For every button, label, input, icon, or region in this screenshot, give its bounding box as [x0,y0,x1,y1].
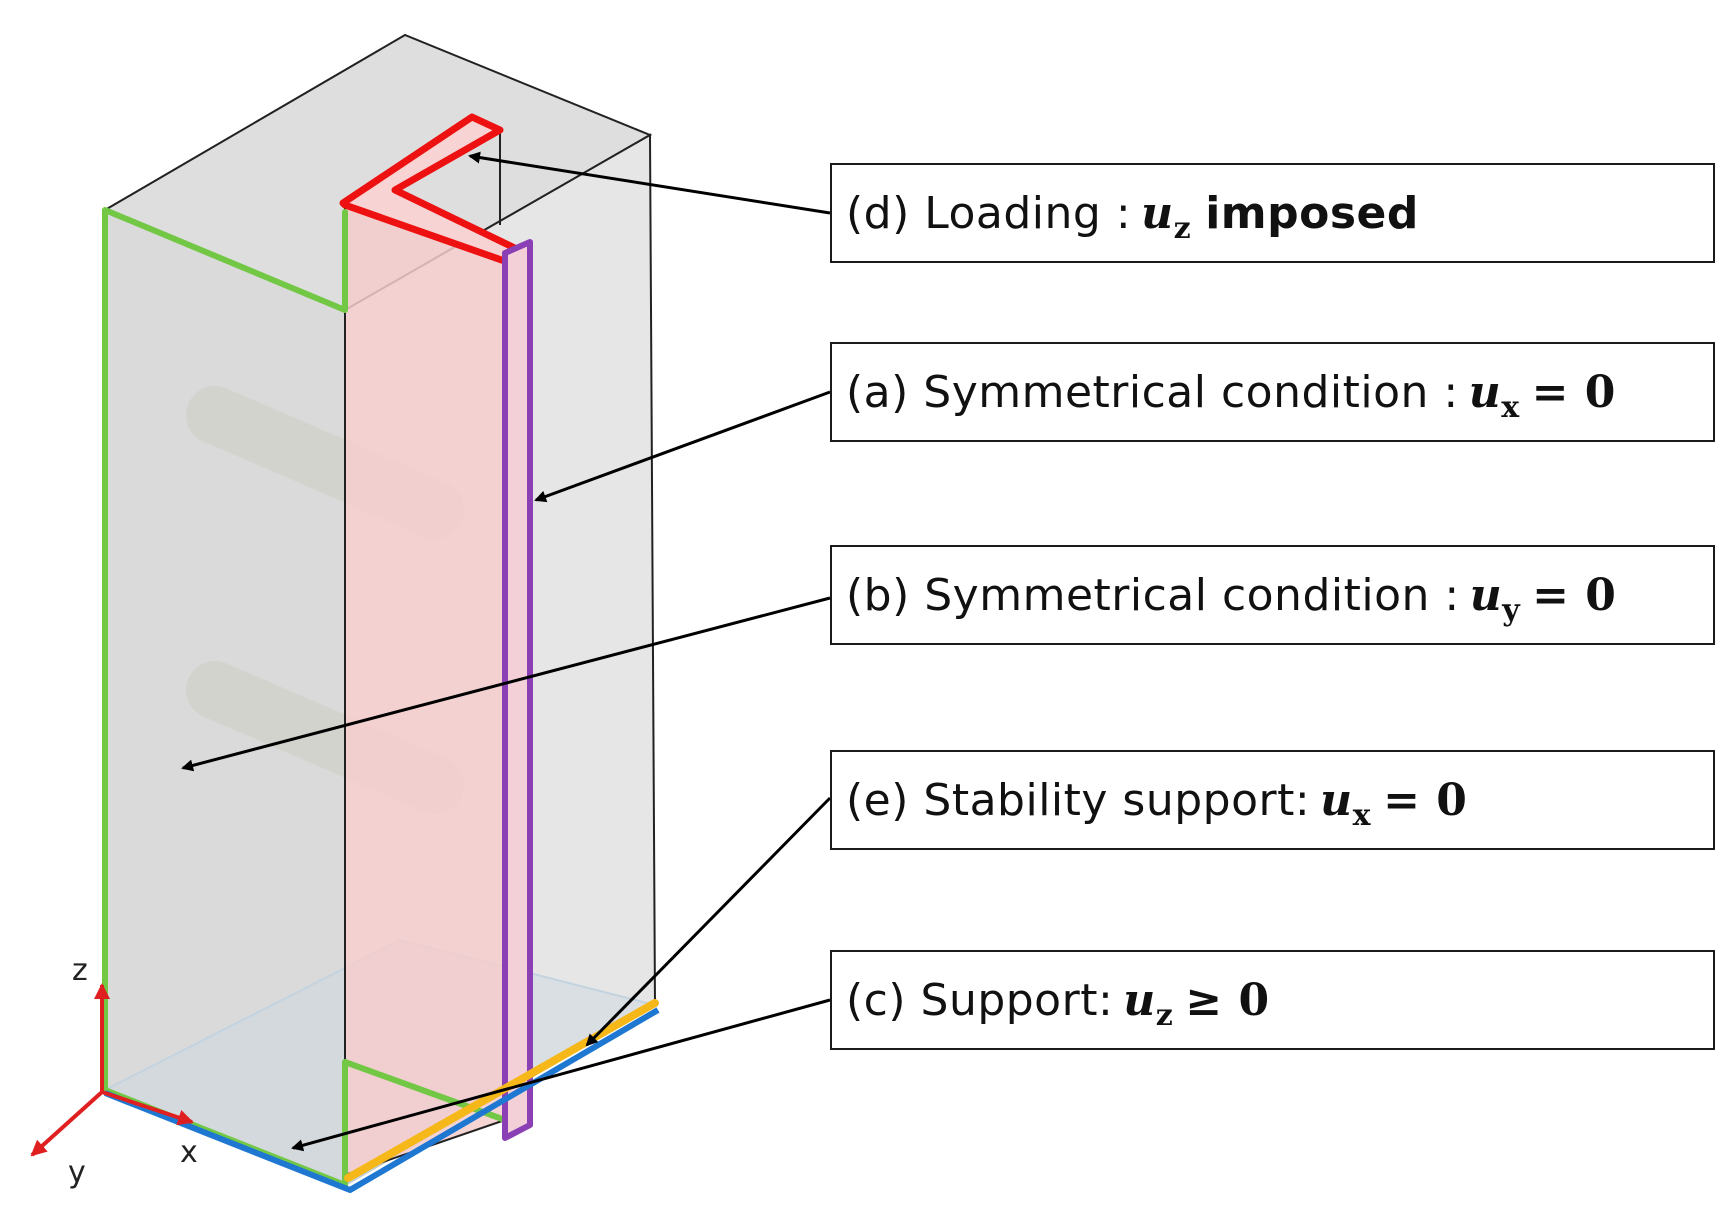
label-support: (c) Support: uz≥ 0 [830,950,1715,1050]
label-loading-prefix: (d) Loading : [846,187,1132,239]
label-support-prefix: (c) Support: [846,974,1114,1026]
steel-angle-profile [344,130,506,1177]
loading-face-outline [339,113,529,267]
leader-arrows [181,151,832,1152]
arrow-b [181,596,831,772]
label-loading-equation: uz [1141,187,1192,246]
label-support-equation: uz≥ 0 [1123,974,1270,1033]
label-symmetry-x-prefix: (a) Symmetrical condition : [846,366,1459,418]
arrow-e [585,796,832,1047]
y-axis-arrow [30,1090,104,1157]
label-stability-support-equation: ux= 0 [1320,774,1468,833]
x-axis-label: x [180,1135,198,1170]
symmetry-x-strip [502,239,533,1141]
label-loading-extra: imposed [1205,187,1419,239]
label-symmetry-y-prefix: (b) Symmetrical condition : [846,569,1460,621]
coordinate-axes: z x y [30,953,198,1190]
support-edge [103,1007,660,1193]
label-stability-support: (e) Stability support: ux= 0 [830,750,1715,850]
z-axis-label: z [72,953,88,988]
label-stability-support-prefix: (e) Stability support: [846,774,1311,826]
x-axis-arrow [101,1090,194,1126]
arrow-d [468,151,831,215]
label-loading: (d) Loading : uz imposed [830,163,1715,263]
arrow-c [291,998,831,1152]
label-symmetry-x-equation: ux= 0 [1468,366,1616,425]
label-symmetry-y-equation: uy= 0 [1469,569,1617,628]
label-symmetry-x: (a) Symmetrical condition : ux= 0 [830,342,1715,442]
symmetry-y-outline [102,207,507,1188]
label-symmetry-y: (b) Symmetrical condition : uy= 0 [830,545,1715,645]
arrow-a [534,390,831,503]
y-axis-label: y [68,1155,86,1190]
